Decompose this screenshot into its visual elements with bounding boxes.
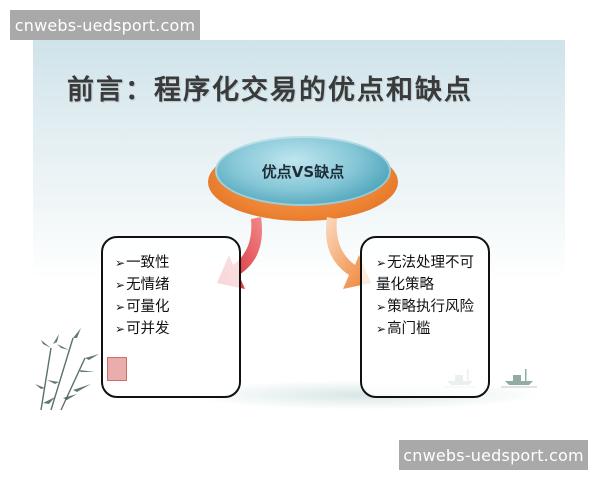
bullet-arrow-icon: ➢ (115, 300, 126, 314)
bullet-arrow-icon: ➢ (115, 278, 126, 292)
advantages-list: ➢一致性 ➢无情绪 ➢可量化 ➢可并发 (115, 252, 170, 340)
bamboo-icon (35, 328, 99, 411)
disadvantages-list: ➢无法处理不可量化策略 ➢策略执行风险 ➢高门槛 (376, 252, 484, 340)
center-ellipse: 优点VS缺点 (215, 136, 391, 206)
advantage-item: ➢可并发 (115, 321, 170, 337)
right-arrow-icon (325, 217, 371, 289)
center-label: 优点VS缺点 (261, 162, 345, 181)
red-seal-stamp (107, 357, 127, 381)
disadvantage-item: ➢策略执行风险 (376, 299, 475, 315)
disadvantage-item: ➢高门槛 (376, 321, 431, 337)
slide-title: 前言：程序化交易的优点和缺点 (67, 75, 473, 106)
advantage-item: ➢一致性 (115, 255, 170, 271)
disadvantages-box: ➢无法处理不可量化策略 ➢策略执行风险 ➢高门槛 (360, 236, 490, 398)
bullet-arrow-icon: ➢ (115, 256, 126, 270)
bullet-arrow-icon: ➢ (115, 322, 126, 336)
watermark-bottom: cnwebs-uedsport.com (399, 440, 588, 470)
disadvantage-item: ➢无法处理不可量化策略 (376, 255, 475, 293)
advantage-item: ➢可量化 (115, 299, 170, 315)
bullet-arrow-icon: ➢ (376, 300, 387, 314)
advantage-item: ➢无情绪 (115, 277, 170, 293)
slide: 前言：程序化交易的优点和缺点 优点VS缺点 (33, 40, 565, 440)
bullet-arrow-icon: ➢ (376, 322, 387, 336)
bullet-arrow-icon: ➢ (376, 256, 387, 270)
watermark-top: cnwebs-uedsport.com (10, 10, 200, 40)
